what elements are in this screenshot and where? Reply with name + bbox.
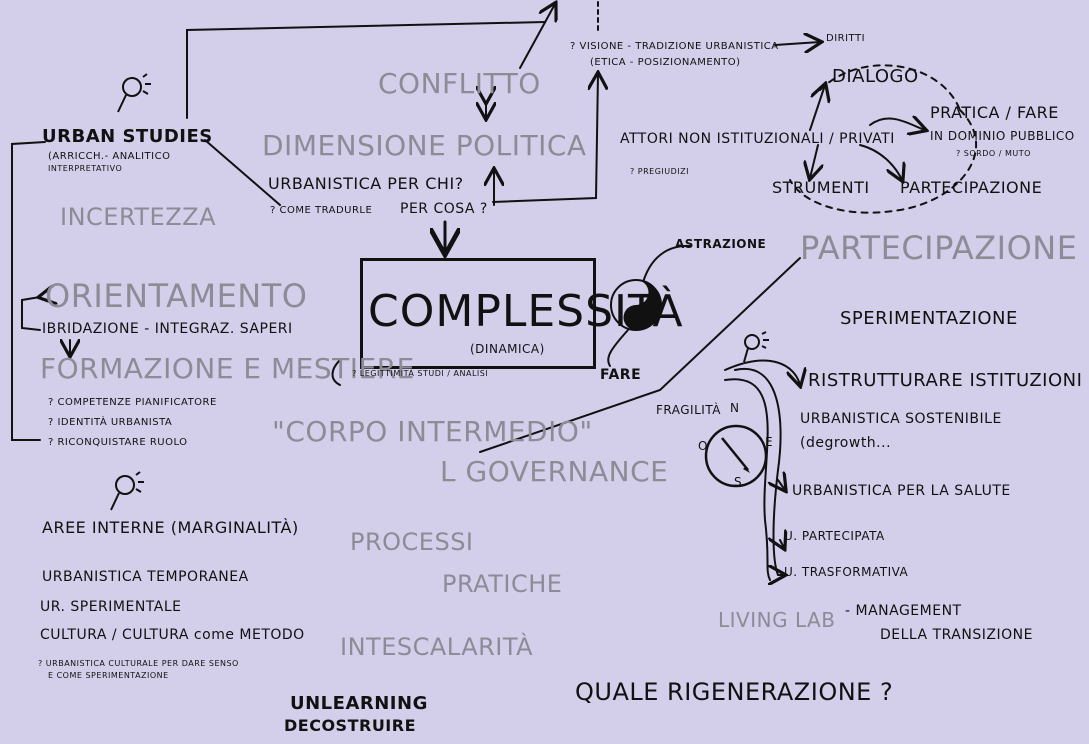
yin-yang-icon: [610, 279, 662, 331]
urban-studies-note-2: INTERPRETATIVO: [48, 164, 123, 173]
governance-label: L GOVERNANCE: [440, 455, 669, 488]
partecipata-label: U. PARTECIPATA: [784, 529, 885, 543]
urbanistica-temporanea-label: URBANISTICA TEMPORANEA: [42, 569, 249, 585]
arrow-to-pratica: [869, 119, 925, 130]
formazione-q3: ? RICONQUISTARE RUOLO: [48, 437, 188, 448]
management-label-1: - MANAGEMENT: [845, 603, 962, 619]
decostruire-label: DECOSTRUIRE: [284, 716, 417, 735]
lightbulb-icon: [110, 471, 144, 511]
branch-outer: [724, 378, 771, 581]
dimensione-politica-label: DIMENSIONE POLITICA: [262, 129, 587, 162]
pratica-fare-label-1: PRATICA / FARE: [930, 103, 1059, 122]
arrow-to-partecipazione: [859, 144, 902, 180]
legittimita-line: [331, 359, 341, 386]
astrazione-label: ASTRAZIONE: [675, 237, 767, 251]
visione-label-1: ? VISIONE - TRADIZIONE URBANISTICA: [570, 41, 779, 52]
intescalarita-label: INTESCALARITÀ: [340, 633, 534, 661]
sordo-muto-label: ? SORDO / MUTO: [956, 149, 1031, 158]
branch-ristrutturare: [724, 359, 800, 385]
astrazione-curve: [641, 244, 691, 287]
compass-n-label: N: [730, 401, 740, 415]
attori-label: ATTORI NON ISTITUZIONALI / PRIVATI: [620, 131, 895, 147]
incertezza-label: INCERTEZZA: [60, 203, 217, 231]
dinamica-label: (DINAMICA): [470, 342, 545, 356]
formazione-q1: ? COMPETENZE PIANIFICATORE: [48, 397, 217, 408]
formazione-label: FORMAZIONE E MESTIERE: [40, 352, 415, 385]
living-lab-label: LIVING LAB: [718, 608, 836, 632]
urban-studies-diagonal: [204, 139, 281, 206]
trasformativa-label: U. TRASFORMATIVA: [784, 565, 909, 579]
complessita-label: COMPLESSITÀ: [368, 286, 684, 337]
dialogo-oval: [789, 64, 978, 214]
arrow-to-dialogo: [809, 85, 825, 131]
compass-e-label: E: [765, 435, 774, 449]
orientamento-bracket: [21, 297, 40, 331]
quale-rigenerazione-label: QUALE RIGENERAZIONE ?: [575, 678, 894, 706]
diritti-label: DIRITTI: [826, 33, 866, 44]
urbanistica-sperimentale-label: UR. SPERIMENTALE: [40, 599, 182, 615]
processi-label: PROCESSI: [350, 528, 474, 556]
urbanistica-per-chi-label: URBANISTICA PER CHI?: [268, 174, 464, 193]
partecipazione-small-label: PARTECIPAZIONE: [900, 178, 1043, 197]
fare-curve: [607, 329, 629, 367]
unlearning-label: UNLEARNING: [290, 693, 428, 714]
formazione-q2: ? IDENTITÀ URBANISTA: [48, 417, 173, 428]
cultura-q2: E COME SPERIMENTAZIONE: [48, 671, 169, 680]
pratiche-label: PRATICHE: [442, 570, 563, 598]
complessita-box: [360, 258, 596, 369]
urban-studies-note-1: (ARRICCH.- ANALITICO: [48, 151, 171, 162]
aree-interne-label: AREE INTERNE (MARGINALITÀ): [42, 518, 299, 537]
ristrutturare-label: RISTRUTTURARE ISTITUZIONI: [808, 370, 1083, 391]
cultura-q1: ? URBANISTICA CULTURALE PER DARE SENSO: [38, 659, 239, 668]
strumenti-label: STRUMENTI: [772, 178, 870, 197]
corpo-intermedio-label: "CORPO INTERMEDIO": [272, 415, 593, 448]
lightbulb-icon: [117, 73, 151, 113]
compass-o-label: O: [698, 439, 708, 453]
legittimita-label: ? LEGITTIMITÀ STUDI / ANALISI: [352, 369, 489, 378]
compass-s-label: S: [734, 475, 743, 489]
top-bracket-line: [186, 21, 546, 119]
sostenibile-label: URBANISTICA SOSTENIBILE: [800, 411, 1002, 427]
visione-label-2: (ETICA - POSIZIONAMENTO): [590, 57, 741, 68]
degrowth-label: (degrowth...: [800, 435, 892, 451]
branch-salute: [778, 480, 785, 490]
arrow-diritti: [774, 42, 820, 45]
arrow-to-strumenti: [810, 144, 818, 178]
fare-label: FARE: [600, 367, 642, 383]
management-label-2: DELLA TRANSIZIONE: [880, 627, 1033, 643]
pregiudizi-label: ? PREGIUDIZI: [630, 167, 689, 176]
left-bracket: [11, 141, 46, 441]
cultura-label: CULTURA / CULTURA come METODO: [40, 627, 305, 643]
ibridazione-label: IBRIDAZIONE - INTEGRAZ. SAPERI: [42, 321, 293, 337]
come-tradurle-label: ? COME TRADURLE: [270, 205, 373, 216]
lightbulb-icon: [743, 331, 769, 363]
diagonal-to-partecipazione: [479, 257, 801, 453]
conflitto-label: CONFLITTO: [378, 67, 541, 100]
per-cosa-label: PER COSA ?: [400, 201, 488, 217]
sperimentazione-label: SPERIMENTAZIONE: [840, 308, 1018, 329]
compass-icon: [704, 424, 768, 488]
arrow-up-left: [519, 4, 555, 69]
urban-studies-title: URBAN STUDIES: [42, 126, 213, 147]
fragilita-label: FRAGILITÀ: [656, 403, 721, 417]
branch-partecipata: [780, 540, 784, 548]
visione-bracket: [492, 74, 598, 203]
pratica-fare-label-2: IN DOMINIO PUBBLICO: [930, 129, 1075, 143]
salute-label: URBANISTICA PER LA SALUTE: [792, 483, 1011, 499]
dialogo-label: DIALOGO: [832, 66, 919, 87]
orientamento-label: ORIENTAMENTO: [45, 277, 308, 315]
partecipazione-big-label: PARTECIPAZIONE: [800, 229, 1078, 267]
